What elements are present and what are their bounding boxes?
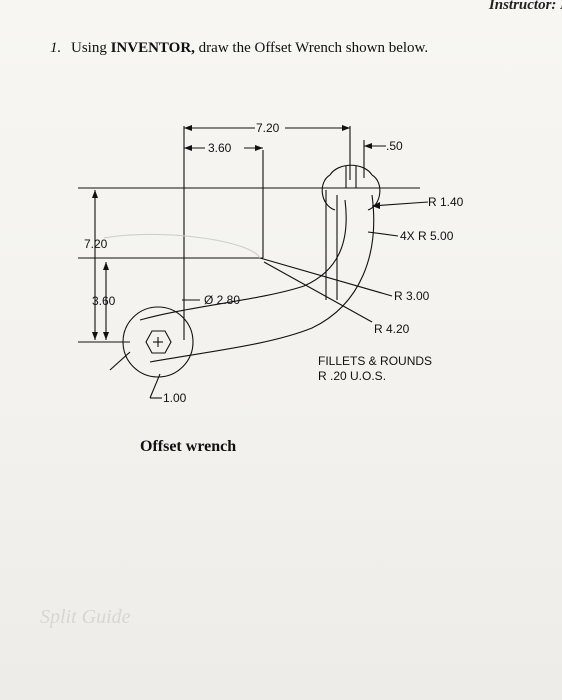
dim-jaw-gap: .50 — [386, 139, 403, 153]
note-line-1: FILLETS & ROUNDS — [318, 354, 433, 368]
dim-lower-height: 3.60 — [92, 294, 116, 308]
dim-radius-arcs: 4X R 5.00 — [400, 229, 454, 243]
dim-total-height: 7.20 — [84, 237, 108, 251]
dim-hex: 1.00 — [163, 391, 187, 405]
dim-radius-inner: R 3.00 — [394, 289, 430, 303]
question-text: draw the Offset Wrench shown below. — [198, 40, 429, 56]
note-line-2: R .20 U.O.S. — [318, 369, 387, 383]
dim-top-width: 7.20 — [256, 121, 280, 135]
dim-radius-outer: R 4.20 — [374, 322, 410, 336]
question-software: INVENTOR, — [110, 40, 195, 56]
dim-half-width: 3.60 — [208, 141, 232, 155]
dim-radius-head: R 1.40 — [428, 195, 464, 209]
instructor-label: Instructor: I — [488, 0, 562, 13]
dim-hole-diameter: Ø 2.80 — [204, 293, 240, 307]
question-prefix: Using — [71, 40, 107, 56]
ghost-text: Split Guide — [40, 606, 131, 628]
question-number: 1. — [50, 40, 62, 56]
question-heading: 1. Using INVENTOR, draw the Offset Wrenc… — [50, 40, 428, 57]
drawing-caption: Offset wrench — [140, 438, 237, 455]
fillets-note: FILLETS & ROUNDS R .20 U.O.S. — [318, 354, 432, 384]
